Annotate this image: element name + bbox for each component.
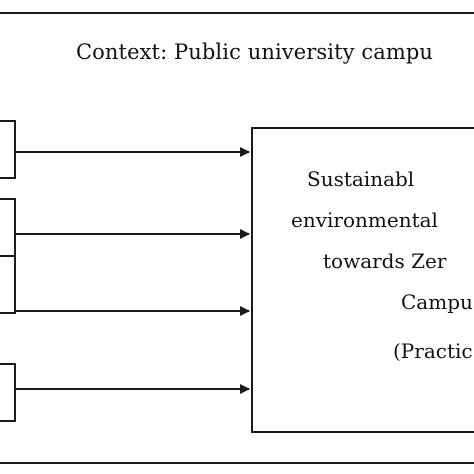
input-box-3 <box>0 255 16 314</box>
target-text: Sustainabl environmental towards Zer Cam… <box>253 159 473 372</box>
target-line-1: Sustainabl <box>307 167 415 191</box>
context-title: Context: Public university campu <box>76 40 434 64</box>
target-box: Sustainabl environmental towards Zer Cam… <box>251 127 474 433</box>
context-frame <box>0 12 474 464</box>
target-line-4: Campu <box>401 290 473 314</box>
input-box-4 <box>0 363 16 422</box>
target-line-3: towards Zer <box>323 249 447 273</box>
input-box-1 <box>0 120 16 179</box>
target-practice: (Practic <box>393 339 473 363</box>
target-line-2: environmental <box>291 208 438 232</box>
